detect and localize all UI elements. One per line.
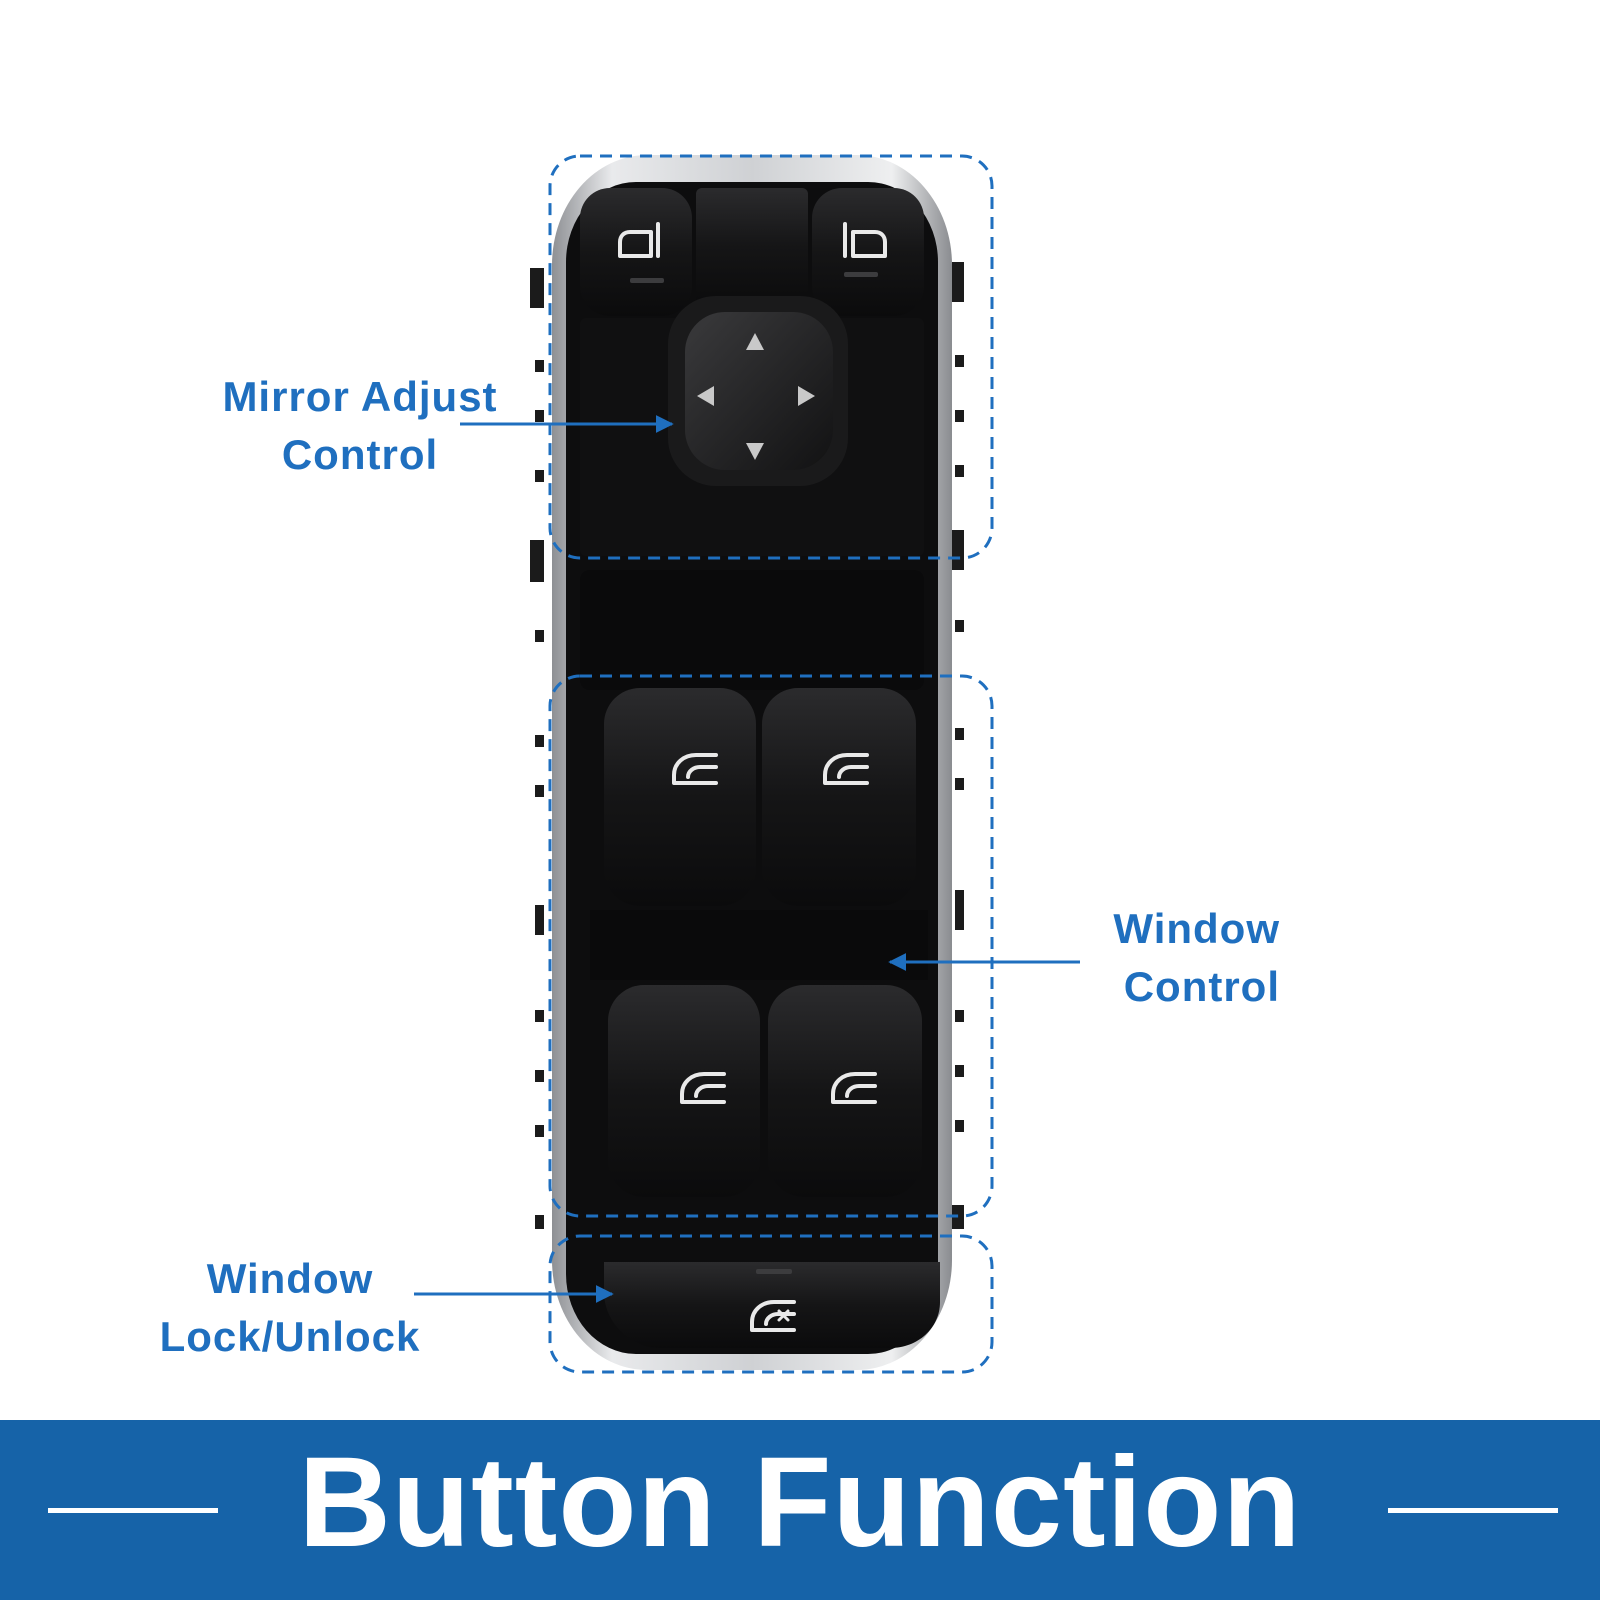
banner-right-rule — [1388, 1508, 1558, 1513]
mirror-adjust-label-line2: Control — [281, 431, 439, 478]
right-mirror-button[interactable] — [812, 188, 924, 316]
four-direction-arrows-icon — [697, 333, 815, 460]
window-recess-middle — [590, 910, 928, 980]
banner-left-rule — [48, 1508, 218, 1513]
window-lock-label-line2: Lock/Unlock — [159, 1313, 421, 1360]
window-control-label-line1: Window — [1113, 905, 1280, 952]
window-lock-icon — [750, 1300, 796, 1332]
window-control-label: Window Control — [1050, 900, 1280, 1016]
left-mirror-indicator — [630, 278, 664, 283]
window-lock-label-line1: Window — [206, 1255, 374, 1302]
window-control-region — [548, 674, 994, 1218]
left-mirror-select-icon — [618, 222, 660, 258]
mirror-adjust-region — [548, 154, 994, 560]
left-mirror-button[interactable] — [580, 188, 692, 316]
window-lock-indicator — [756, 1269, 792, 1274]
mirror-adjust-label: Mirror Adjust Control — [190, 368, 530, 484]
window-lock-button[interactable] — [604, 1262, 940, 1348]
mirror-adjust-label-line1: Mirror Adjust — [222, 373, 498, 420]
window-control-label-line2: Control — [1123, 963, 1280, 1010]
banner-title: Button Function — [298, 1431, 1302, 1574]
right-mirror-select-icon — [843, 222, 887, 258]
title-banner: Button Function — [0, 1420, 1600, 1600]
window-lock-label: Window Lock/Unlock — [140, 1250, 440, 1366]
window-lock-region — [548, 1234, 994, 1374]
mirror-center-key[interactable] — [696, 188, 808, 306]
window-button-front-right[interactable] — [762, 688, 916, 906]
window-recess-top — [580, 570, 924, 690]
right-mirror-indicator — [844, 272, 878, 277]
mirror-adjust-pad[interactable] — [685, 312, 833, 470]
window-button-front-left[interactable] — [604, 688, 756, 906]
window-button-rear-right[interactable] — [768, 985, 922, 1197]
